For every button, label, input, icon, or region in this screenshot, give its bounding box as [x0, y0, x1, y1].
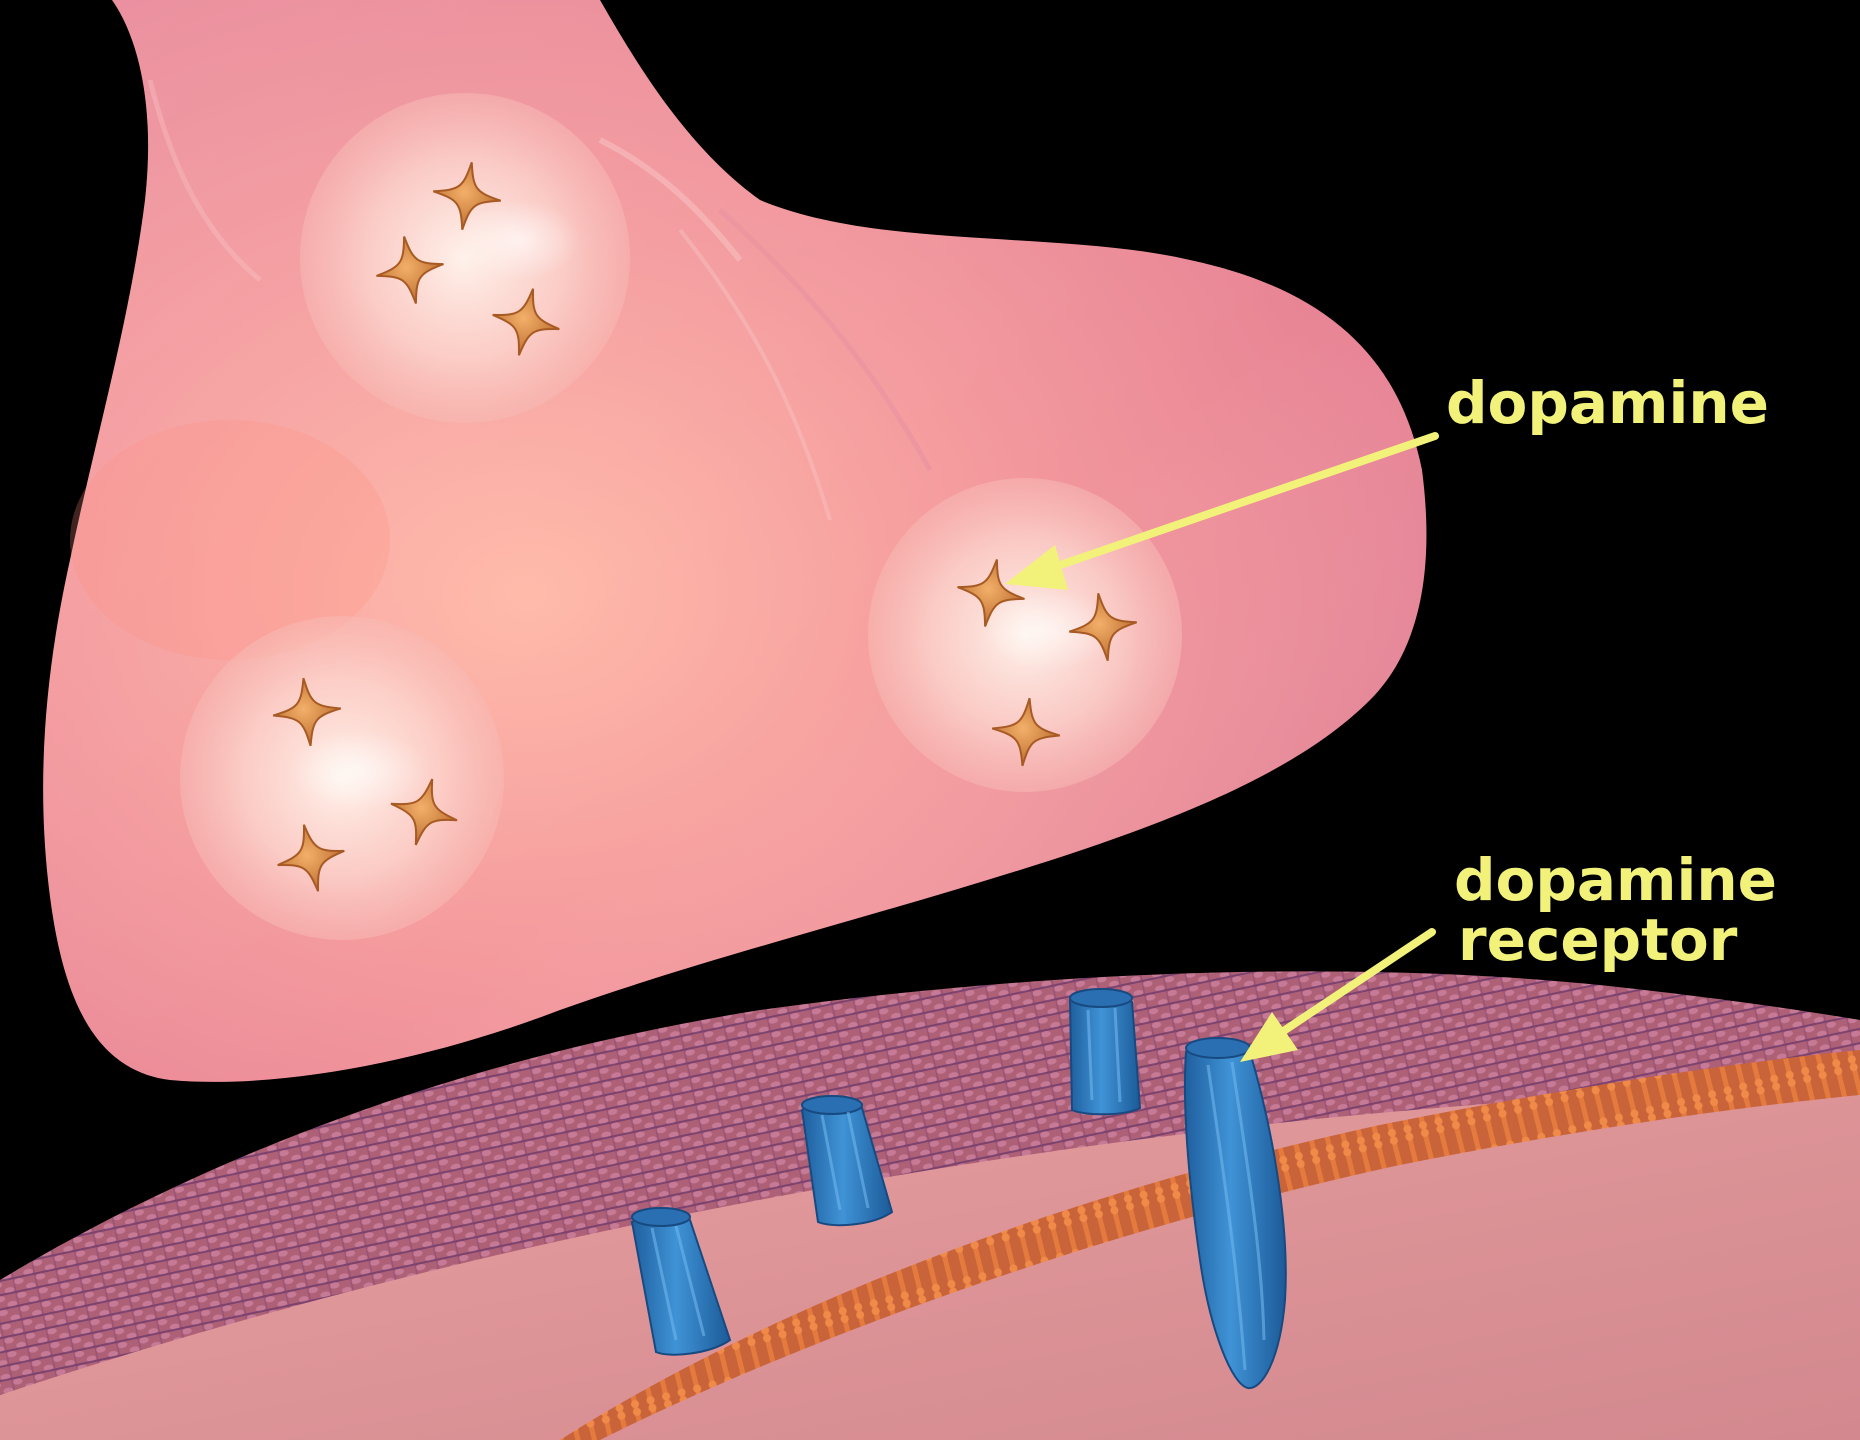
vesicle-left	[180, 616, 504, 940]
receptor-icon	[1070, 994, 1140, 1114]
dopamine-receptor-label-line2: receptor	[1458, 910, 1777, 970]
vesicle-top	[300, 93, 630, 423]
dopamine-label: dopamine	[1446, 373, 1769, 433]
dopamine-receptor-label: dopamine receptor	[1454, 850, 1777, 970]
presynaptic-terminal	[43, 0, 1426, 1082]
dopamine-receptor-label-line1: dopamine	[1454, 850, 1777, 910]
